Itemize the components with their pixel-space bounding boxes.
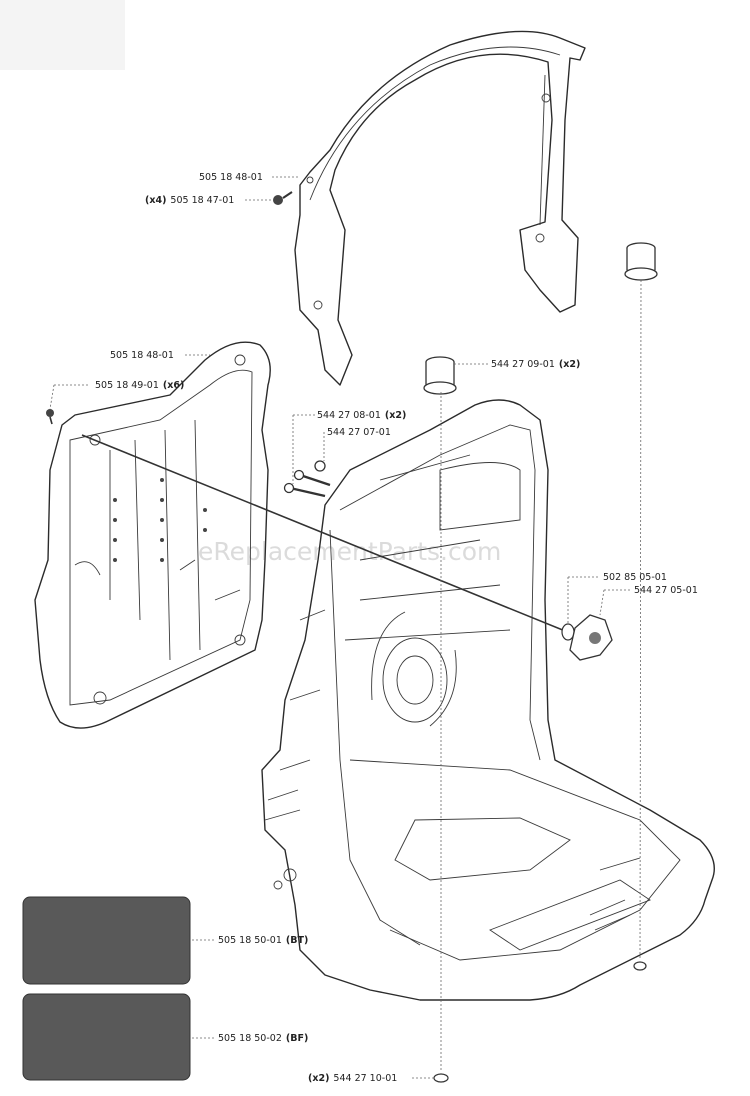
callout-foot: (x2)544 27 10-01 bbox=[308, 1073, 397, 1084]
callout-bolt-a: 544 27 08-01(x2) bbox=[317, 410, 406, 421]
callout-pad-bf: 505 18 50-02(BF) bbox=[218, 1033, 308, 1044]
callout-screw-top: (x4)505 18 47-01 bbox=[145, 195, 234, 206]
bumper-icon bbox=[624, 242, 658, 281]
leader-lines bbox=[49, 176, 642, 1079]
top-bracket bbox=[294, 30, 586, 386]
bolt-icon bbox=[283, 460, 331, 498]
callout-bumper-mid: 544 27 09-01(x2) bbox=[491, 359, 580, 370]
decal-pad-bt bbox=[22, 896, 191, 985]
knob-icon bbox=[569, 614, 613, 661]
callout-pad-bt: 505 18 50-01(BT) bbox=[218, 935, 308, 946]
plate-screw-icon bbox=[46, 409, 54, 425]
callout-knob: 544 27 05-01 bbox=[634, 585, 698, 596]
callout-back-plate: 505 18 48-01 bbox=[110, 350, 174, 361]
corner-texture bbox=[0, 0, 125, 70]
foot-icon bbox=[433, 961, 647, 1083]
main-frame bbox=[261, 399, 715, 1001]
callout-plate-screw: 505 18 49-01(x6) bbox=[95, 380, 184, 391]
bumper-icon bbox=[423, 356, 457, 395]
watermark: eReplacementParts.com bbox=[198, 537, 501, 566]
decal-pad-bf bbox=[22, 993, 191, 1081]
screw-icon bbox=[273, 191, 293, 205]
through-rod bbox=[81, 434, 576, 636]
callout-bracket-top: 505 18 48-01 bbox=[199, 172, 263, 183]
back-plate bbox=[34, 341, 271, 729]
callout-bolt-b: 544 27 07-01 bbox=[327, 427, 391, 438]
callout-washer: 502 85 05-01 bbox=[603, 572, 667, 583]
